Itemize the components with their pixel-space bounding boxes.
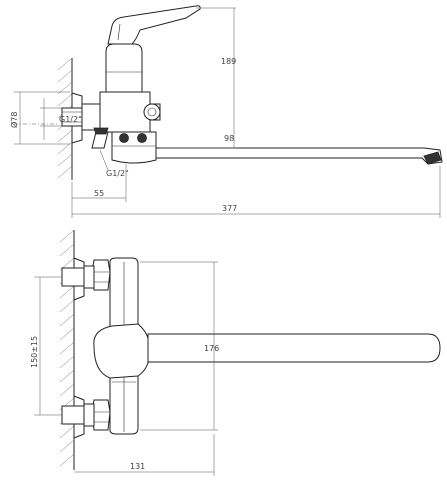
aerator: [423, 151, 442, 165]
spout-front: [147, 333, 441, 363]
side-view: [14, 5, 443, 180]
dim-height-176: 176: [204, 344, 219, 353]
swivel-hole-1: [119, 133, 129, 143]
dim-spacing: 150±15: [30, 336, 39, 368]
lower-nut: [91, 399, 111, 431]
upper-inlet: [61, 267, 85, 287]
eccentric-connector: [81, 103, 101, 131]
dim-spout-98: 98: [224, 134, 234, 143]
dim-depth-55: 55: [94, 189, 104, 198]
dim-diameter-78: Ø78: [9, 112, 19, 128]
handle-front: [93, 323, 151, 379]
spout-swivel: [111, 131, 157, 164]
swivel-hole-2: [137, 133, 147, 143]
dim-depth-131: 131: [130, 462, 145, 471]
wall-hatching-bottom: [59, 229, 75, 470]
dim-height-189: 189: [221, 57, 236, 66]
front-view-dimensions: 150±15 176 131: [30, 261, 219, 476]
dim-thread-bottom: G1/2": [106, 169, 129, 178]
cartridge-housing: [105, 43, 143, 93]
dim-thread-inlet: G1/2": [59, 115, 82, 124]
body-nut: [143, 103, 161, 121]
upper-nut: [91, 259, 111, 291]
shower-outlet-nut: [93, 127, 109, 135]
lower-inlet: [61, 405, 85, 425]
dim-length-377: 377: [222, 204, 237, 213]
lever-handle: [107, 5, 201, 45]
front-view: [59, 229, 441, 470]
side-view-dimensions: 189 Ø78 G1/2" 98 G1/2" 55 377: [9, 7, 441, 218]
long-spout: [155, 147, 443, 165]
